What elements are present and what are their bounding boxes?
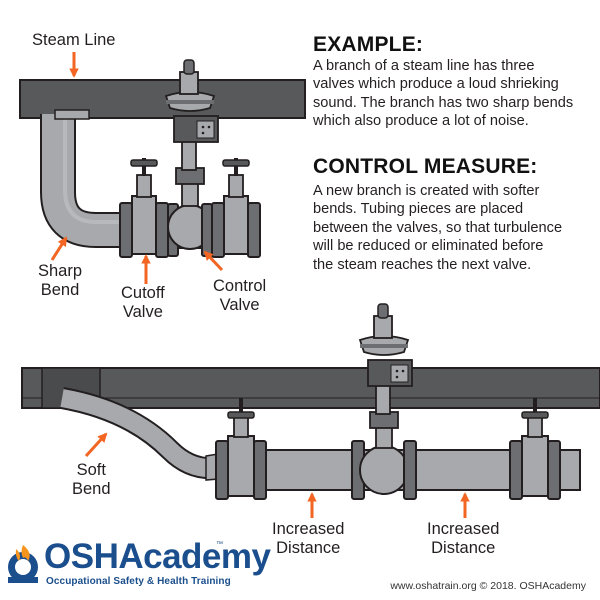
copyright-footer: www.oshatrain.org © 2018. OSHAcademy	[390, 580, 586, 592]
cutoff-valve-label: Cutoff Valve	[121, 284, 165, 322]
sharp-bend-label-line-1: Sharp	[38, 262, 83, 280]
increased-distance-label-1: Increased Distance	[272, 520, 344, 558]
increased-distance-label-1-line-2: Distance	[276, 539, 341, 557]
top-second-cutoff-valve	[211, 158, 261, 258]
oshacademy-logo-text: OSHAcademy	[44, 537, 271, 576]
increased-distance-label-1-line-1: Increased	[272, 520, 345, 538]
control-measure-line-4: will be reduced or eliminated before	[313, 238, 544, 255]
example-line-2: valves which produce a loud shrieking	[313, 76, 559, 93]
cutoff-valve-label-line-1: Cutoff	[121, 284, 165, 302]
control-measure-line-2: bends. Tubing pieces are placed	[313, 201, 524, 218]
example-line-1: A branch of a steam line has three	[313, 58, 535, 74]
increased-distance-label-2: Increased Distance	[427, 520, 499, 558]
control-valve-label-line-1: Control	[213, 277, 267, 295]
cutoff-valve-label-line-2: Valve	[122, 303, 163, 321]
top-cutoff-valve	[119, 158, 169, 258]
bottom-second-cutoff-valve	[509, 398, 561, 500]
increased-distance-label-2-line-2: Distance	[431, 539, 496, 557]
control-measure-heading: CONTROL MEASURE:	[313, 155, 538, 178]
soft-bend-arrow	[84, 432, 108, 458]
control-valve-arrow	[203, 250, 224, 272]
trademark-symbol: ™	[216, 541, 223, 548]
sharp-bend-pipe	[40, 109, 132, 248]
bottom-control-valve	[351, 303, 417, 500]
control-valve-label: Control Valve	[213, 277, 266, 315]
oshacademy-logo-icon	[8, 545, 38, 583]
control-valve-label-line-2: Valve	[219, 296, 260, 314]
steam-line-label: Steam Line	[32, 31, 116, 49]
example-paragraph: A branch of a steam line has three valve…	[313, 57, 598, 131]
example-line-3: sound. The branch has two sharp bends	[313, 94, 574, 111]
example-line-4: which also produce a lot of noise.	[313, 113, 529, 130]
soft-bend-label-line-2: Bend	[72, 480, 111, 498]
bottom-first-cutoff-valve	[215, 398, 267, 500]
soft-bend-label-line-1: Soft	[76, 461, 106, 479]
control-measure-line-5: the steam reaches the next valve.	[313, 256, 532, 273]
logo-tagline: Occupational Safety & Health Training	[46, 576, 231, 587]
sharp-bend-label: Sharp Bend	[38, 262, 82, 300]
control-measure-line-1: A new branch is created with softer	[313, 183, 540, 199]
control-measure-line-3: between the valves, so that turbulence	[313, 219, 563, 236]
example-heading: EXAMPLE:	[313, 33, 424, 56]
sharp-bend-label-line-2: Bend	[40, 281, 80, 299]
control-measure-paragraph: A new branch is created with softer bend…	[313, 182, 598, 274]
soft-bend-label: Soft Bend	[72, 461, 111, 499]
sharp-bend-arrow	[50, 236, 68, 261]
increased-distance-label-2-line-1: Increased	[427, 520, 500, 538]
